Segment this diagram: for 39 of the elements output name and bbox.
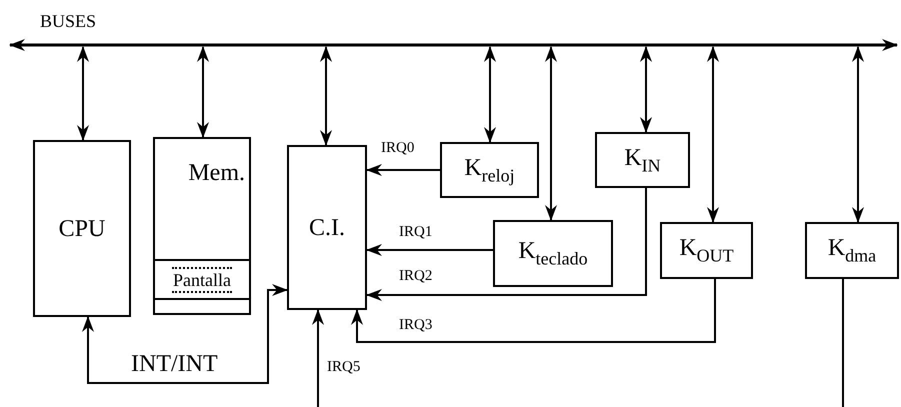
bus-label: BUSES: [40, 12, 96, 30]
edge-label: IRQ1: [398, 225, 434, 240]
component-box: [440, 142, 539, 198]
component-box: [33, 140, 131, 317]
edge-label: IRQ2: [398, 269, 434, 284]
bus-connector: [545, 46, 557, 221]
component-label: K$_{OUT}$: [679, 236, 734, 265]
signal-line: [351, 279, 716, 343]
component-box: [595, 132, 690, 188]
component-label: K$_{teclado}$: [518, 239, 588, 268]
bus-connector: [707, 46, 719, 223]
component-label: Mem.: [188, 161, 245, 185]
memory-box: [153, 137, 251, 315]
component-box: [805, 222, 899, 279]
bus-connector: [852, 46, 864, 223]
component-label: K$_{IN}$: [624, 146, 661, 174]
signal-line: [366, 244, 493, 256]
bus-connector: [484, 46, 496, 143]
signal-line: [312, 309, 324, 407]
signal-line: [366, 188, 647, 301]
component-box: [660, 222, 753, 279]
bus-connector: [320, 46, 332, 146]
component-label: CPU: [58, 216, 106, 240]
component-box: [287, 145, 367, 310]
signal-line: [82, 284, 288, 384]
component-label: C.I.: [309, 216, 345, 240]
edge-label: IRQ0: [380, 141, 416, 156]
edge-label: IRQ3: [398, 318, 434, 333]
signal-line: [366, 164, 440, 176]
bus-connector: [640, 46, 652, 133]
screen-region: [155, 259, 249, 300]
bus-connector: [197, 46, 209, 138]
component-label: Pantalla: [172, 266, 232, 292]
component-label: K$_{reloj}$: [464, 156, 515, 184]
signal-line: [842, 279, 844, 407]
bus-connector: [77, 46, 89, 141]
edge-label: IRQ5: [326, 360, 362, 375]
component-label: K$_{dma}$: [828, 236, 876, 265]
component-box: [493, 220, 613, 287]
